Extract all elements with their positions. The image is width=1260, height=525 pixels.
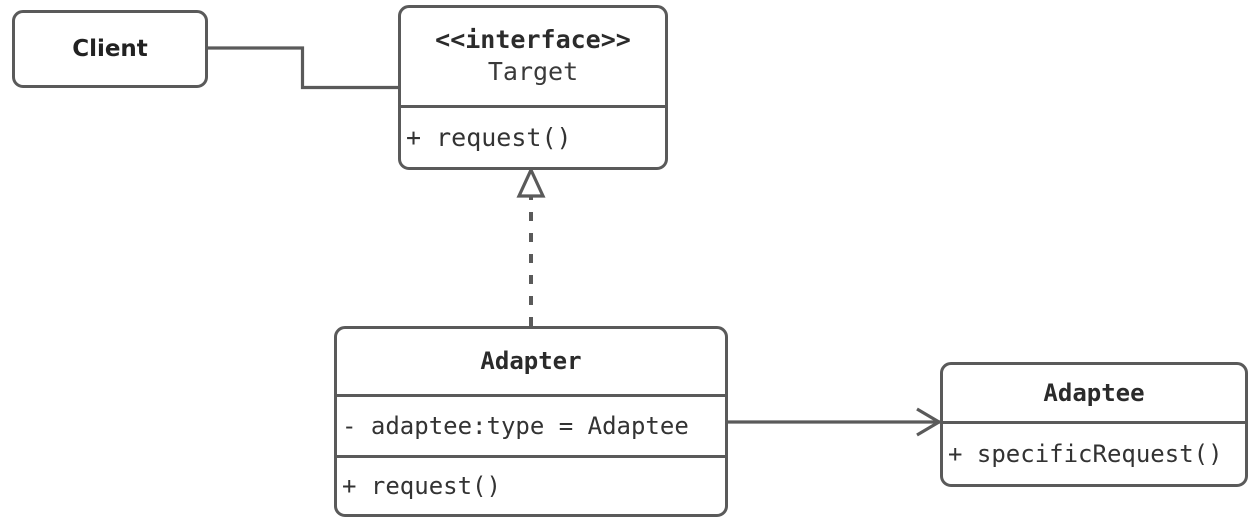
edge-adapter-adaptee <box>728 407 943 437</box>
target-title-compartment: <<interface>> Target <box>401 8 665 105</box>
hollow-triangle-arrowhead-icon <box>516 166 546 198</box>
client-class-name: Client <box>72 36 148 62</box>
adaptee-title-compartment: Adaptee <box>943 365 1245 421</box>
adapter-operations-compartment: + request() <box>337 454 725 514</box>
class-box-adapter[interactable]: Adapter - adaptee:type = Adaptee + reque… <box>334 326 728 517</box>
class-box-adaptee[interactable]: Adaptee + specificRequest() <box>940 362 1248 487</box>
edge-client-target-line <box>208 46 399 90</box>
adaptee-operation-specific-request: + specificRequest() <box>948 440 1223 469</box>
adapter-attribute-adaptee: - adaptee:type = Adaptee <box>342 411 689 440</box>
open-arrowhead-icon <box>916 407 943 437</box>
adapter-attributes-compartment: - adaptee:type = Adaptee <box>337 393 725 455</box>
adaptee-operations-compartment: + specificRequest() <box>943 421 1245 484</box>
edge-client-target <box>208 46 399 90</box>
client-title-compartment: Client <box>15 13 205 85</box>
target-class-name: Target <box>487 56 579 86</box>
target-stereotype: <<interface>> <box>435 24 631 54</box>
adapter-class-name: Adapter <box>480 347 582 376</box>
class-box-target[interactable]: <<interface>> Target + request() <box>398 5 668 170</box>
target-operations-compartment: + request() <box>401 105 665 167</box>
adaptee-class-name: Adaptee <box>1043 379 1145 408</box>
class-box-client[interactable]: Client <box>12 10 208 88</box>
adapter-operation-request: + request() <box>342 471 501 500</box>
target-operation-request: + request() <box>406 123 572 153</box>
adapter-title-compartment: Adapter <box>337 329 725 394</box>
edge-adapter-target <box>516 166 546 326</box>
